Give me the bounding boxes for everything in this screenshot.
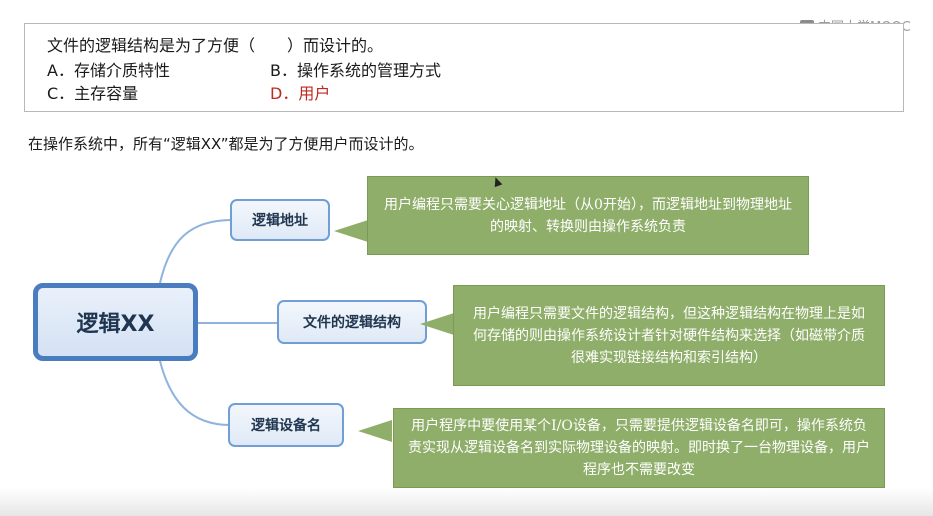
connector-logical-address [159,219,233,284]
option-a: A．存储介质特性 [47,61,170,80]
option-b: B．操作系统的管理方式 [270,61,441,80]
mindmap-center-node: 逻辑XX [33,283,198,361]
bottom-bar [0,488,933,516]
explanation-text: 在操作系统中，所有“逻辑XX”都是为了方便用户而设计的。 [28,135,424,153]
note-logical-device-name: 用户程序中要使用某个I/O设备，只需要提供逻辑设备名即可，操作系统负责实现从逻辑… [393,408,885,488]
callout-pointer [420,313,454,335]
note-file-logical-structure: 用户编程只需要文件的逻辑结构，但这种逻辑结构在物理上是如何存储的则由操作系统设计… [453,285,885,386]
note-logical-address: 用户编程只需要关心逻辑地址（从0开始），而逻辑地址到物理地址的映射、转换则由操作… [367,176,809,255]
callout-pointer [358,420,392,442]
connector-device-name [159,360,231,426]
option-d-correct: D．用户 [270,84,331,103]
option-c: C．主存容量 [47,84,139,103]
callout-pointer [334,220,368,242]
question-box: 文件的逻辑结构是为了方便（ ）而设计的。 A．存储介质特性 B．操作系统的管理方… [24,23,904,112]
node-logical-device-name: 逻辑设备名 [228,403,344,447]
node-file-logical-structure: 文件的逻辑结构 [277,300,427,344]
node-logical-address: 逻辑地址 [230,199,330,241]
question-stem: 文件的逻辑结构是为了方便（ ）而设计的。 [47,36,384,55]
